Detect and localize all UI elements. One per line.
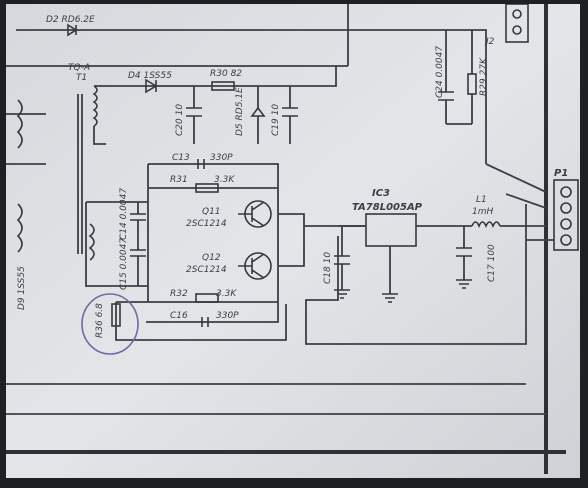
schematic-diagram: D2 RD6.2E TQ-A T1 D4 1SS55 R30 82 C20 10…: [6, 4, 580, 478]
c16-wire: [146, 302, 279, 323]
label-q12-part: 2SC1214: [186, 265, 227, 275]
label-c20: C20 10: [175, 104, 185, 136]
label-c16: C16: [170, 311, 188, 321]
label-tpa: TQ-A: [68, 63, 90, 73]
p1-pin-2: [560, 202, 572, 214]
transistor-q11-leads: [238, 201, 265, 227]
label-ic3: IC3: [372, 188, 390, 199]
label-q12: Q12: [202, 253, 221, 263]
c14-c15-wires: [85, 201, 148, 287]
transformer-coil: [92, 85, 98, 127]
p1-feed-wires: [485, 163, 554, 241]
capacitor-c13: [197, 159, 205, 169]
label-c14: C14 0.0047: [119, 188, 129, 240]
label-r32-value: 3.3K: [216, 289, 237, 299]
c24-r29-wires: [445, 30, 473, 125]
label-d4: D4 1SS55: [128, 71, 172, 81]
label-t1: T1: [76, 73, 87, 83]
connector-top: [505, 4, 529, 43]
zener-d5: [250, 106, 266, 117]
label-r32: R32: [170, 289, 188, 299]
resistor-r36: [111, 303, 121, 327]
capacitor-c16: [201, 317, 209, 327]
label-r31: R31: [170, 175, 188, 185]
label-l1: L1: [476, 195, 487, 205]
ground-c18: [334, 289, 350, 299]
label-c17: C17 100: [487, 244, 497, 282]
capacitor-c18: [334, 255, 350, 265]
vertical-taps: [193, 86, 291, 144]
ground-c17: [456, 279, 472, 289]
label-p1: P1: [554, 168, 568, 179]
connector-p1: [553, 179, 579, 251]
label-c13: C13: [172, 153, 190, 163]
transformer-wires: [6, 85, 146, 165]
label-d5: D5 RD5.1E: [235, 87, 245, 136]
label-q11-part: 2SC1214: [186, 219, 227, 229]
ic3-regulator: [365, 213, 417, 247]
left-coil-2: [16, 203, 23, 253]
resistor-r29: [467, 73, 477, 95]
capacitor-c20: [186, 107, 202, 117]
resistor-r31: [195, 183, 219, 193]
capacitors-c14-c15: [130, 213, 146, 257]
left-coil-1: [16, 99, 23, 149]
highlight-circle: [81, 293, 139, 355]
paper-sheet: [6, 4, 580, 478]
label-ic3-part: TA78L005AP: [352, 202, 423, 213]
label-c15: C15 0.0047: [119, 238, 129, 290]
label-d9: D9 1SS55: [17, 266, 27, 310]
connector-top-pin-1: [512, 9, 522, 19]
diode-d2: [67, 23, 78, 37]
label-l1-value: 1mH: [472, 207, 493, 217]
label-j2: J2: [484, 37, 495, 47]
resistor-r30: [211, 81, 235, 91]
capacitor-c24: [438, 91, 454, 101]
label-c18: C18 10: [323, 252, 333, 284]
d4-r30-wire: [146, 66, 337, 87]
inductor-l1: [471, 221, 501, 228]
ground-ic3: [382, 293, 398, 303]
label-r36: R36 6.8: [95, 303, 105, 338]
label-c24: C24 0.0047: [435, 46, 445, 98]
label-r29: R29 27K: [479, 57, 489, 96]
label-q11: Q11: [202, 207, 221, 217]
transistor-q12-leads: [238, 253, 265, 279]
upper-frame-line: [6, 4, 349, 67]
transformer-core: [77, 94, 83, 254]
resistor-r32: [195, 293, 219, 303]
p1-pin-3: [560, 218, 572, 230]
r36-wire: [115, 301, 287, 341]
capacitor-c19: [282, 107, 298, 117]
label-d2: D2 RD6.2E: [46, 15, 95, 25]
connector-top-pin-2: [512, 25, 522, 35]
oscillator-coil: [88, 223, 95, 261]
diode-d4: [145, 78, 158, 94]
label-r31-value: 3.3K: [214, 175, 235, 185]
capacitor-c17: [456, 247, 472, 257]
label-r30: R30 82: [210, 69, 242, 79]
p1-pin-4: [560, 234, 572, 246]
label-c19: C19 10: [271, 104, 281, 136]
label-c16-value: 330P: [216, 311, 239, 321]
top-rail-wire: [16, 29, 487, 164]
label-c13-value: 330P: [210, 153, 233, 163]
p1-pin-1: [560, 186, 572, 198]
